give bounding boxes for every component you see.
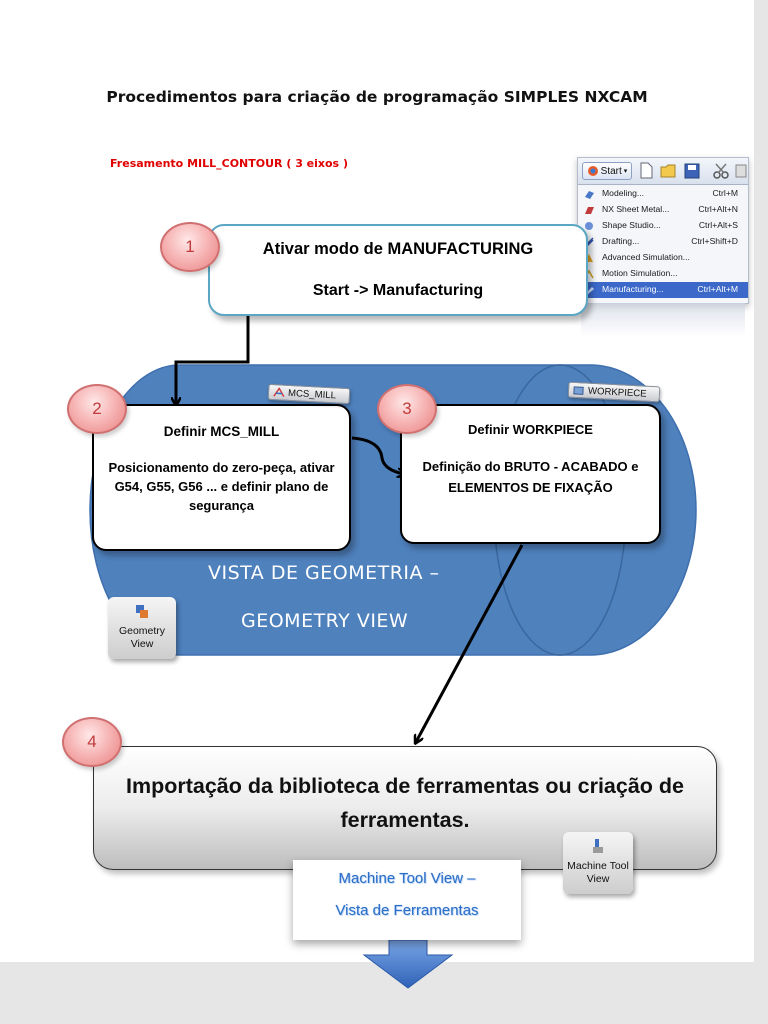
page-bottom-margin — [0, 962, 768, 1024]
step-2-badge: 2 — [67, 384, 127, 434]
geometry-view-button-label: Geometry View — [118, 625, 166, 650]
start-button[interactable]: Start ▾ — [582, 162, 632, 180]
workpiece-tab: WORKPIECE — [567, 381, 661, 403]
page-edge — [754, 0, 768, 962]
start-button-label: Start — [600, 165, 622, 177]
machine-tool-view-icon — [593, 839, 603, 853]
mcs-icon — [273, 387, 285, 398]
menu-item-modeling[interactable]: Modeling... Ctrl+M — [578, 186, 748, 202]
geometry-view-subtitle: GEOMETRY VIEW — [241, 610, 409, 632]
step-3-title: Definir WORKPIECE — [468, 422, 593, 437]
menu-reflection — [581, 303, 745, 337]
cut-icon[interactable] — [713, 162, 729, 179]
step-1-box: Ativar modo de MANUFACTURING Start -> Ma… — [208, 224, 588, 316]
machine-tool-view-caption-line2: Vista de Ferramentas — [335, 902, 479, 919]
new-file-icon[interactable] — [638, 162, 654, 179]
menu-item-manufacturing[interactable]: Manufacturing... Ctrl+Alt+M — [578, 282, 748, 298]
workpiece-icon — [573, 386, 584, 395]
nx-start-menu: Start ▾ Modeling... Ctrl+M NX Sheet Meta… — [577, 157, 749, 304]
machine-tool-view-caption-line1: Machine Tool View – — [338, 870, 476, 887]
mcs-mill-tab: MCS_MILL — [267, 383, 351, 405]
geometry-view-title: VISTA DE GEOMETRIA – — [208, 562, 440, 584]
step-1-badge: 1 — [160, 222, 220, 272]
menu-item-advanced-simulation[interactable]: Advanced Simulation... — [578, 250, 748, 266]
step-4-badge: 4 — [62, 717, 122, 767]
step-1-body: Start -> Manufacturing — [312, 282, 484, 299]
open-folder-icon[interactable] — [660, 162, 676, 179]
step-2-box: Definir MCS_MILL Posicionamento do zero-… — [92, 404, 351, 551]
down-arrow-icon — [362, 939, 454, 989]
machine-tool-view-caption: Machine Tool View – Vista de Ferramentas — [293, 860, 521, 940]
step-3-body: Definição do BRUTO - ACABADO e ELEMENTOS… — [422, 459, 639, 495]
nx-toolbar: Start ▾ — [578, 158, 748, 185]
geometry-view-icon — [136, 605, 148, 618]
document-subtitle: Fresamento MILL_CONTOUR ( 3 eixos ) — [110, 157, 348, 170]
step-3-badge: 3 — [377, 384, 437, 434]
step-1-title: Ativar modo de MANUFACTURING — [262, 240, 534, 258]
step-3-box: Definir WORKPIECE Definição do BRUTO - A… — [400, 404, 661, 544]
modeling-icon — [585, 191, 594, 199]
step-2-title: Definir MCS_MILL — [163, 424, 280, 439]
menu-item-drafting[interactable]: Drafting... Ctrl+Shift+D — [578, 234, 748, 250]
connector-step1-to-step2 — [176, 316, 250, 404]
connector-step2-to-step3 — [351, 436, 404, 474]
chevron-down-icon: ▾ — [623, 168, 628, 175]
menu-item-nx-sheet-metal[interactable]: NX Sheet Metal... Ctrl+Alt+N — [578, 202, 748, 218]
geometry-view-button[interactable]: Geometry View — [108, 597, 176, 659]
sheet-metal-icon — [585, 207, 594, 214]
start-icon — [587, 166, 598, 176]
step-2-body: Posicionamento do zero-peça, ativar G54,… — [108, 460, 335, 513]
menu-item-motion-simulation[interactable]: Motion Simulation... — [578, 266, 748, 282]
save-icon[interactable] — [684, 162, 700, 179]
connector-step3-to-step4 — [416, 544, 524, 742]
menu-item-shape-studio[interactable]: Shape Studio... Ctrl+Alt+S — [578, 218, 748, 234]
copy-icon[interactable] — [734, 162, 750, 179]
machine-tool-view-button-label: Machine Tool View — [567, 860, 629, 885]
step-4-title: Importação da biblioteca de ferramentas … — [126, 774, 684, 832]
machine-tool-view-button[interactable]: Machine Tool View — [563, 832, 633, 894]
document-title: Procedimentos para criação de programaçã… — [106, 88, 648, 106]
shape-studio-icon — [585, 222, 593, 230]
